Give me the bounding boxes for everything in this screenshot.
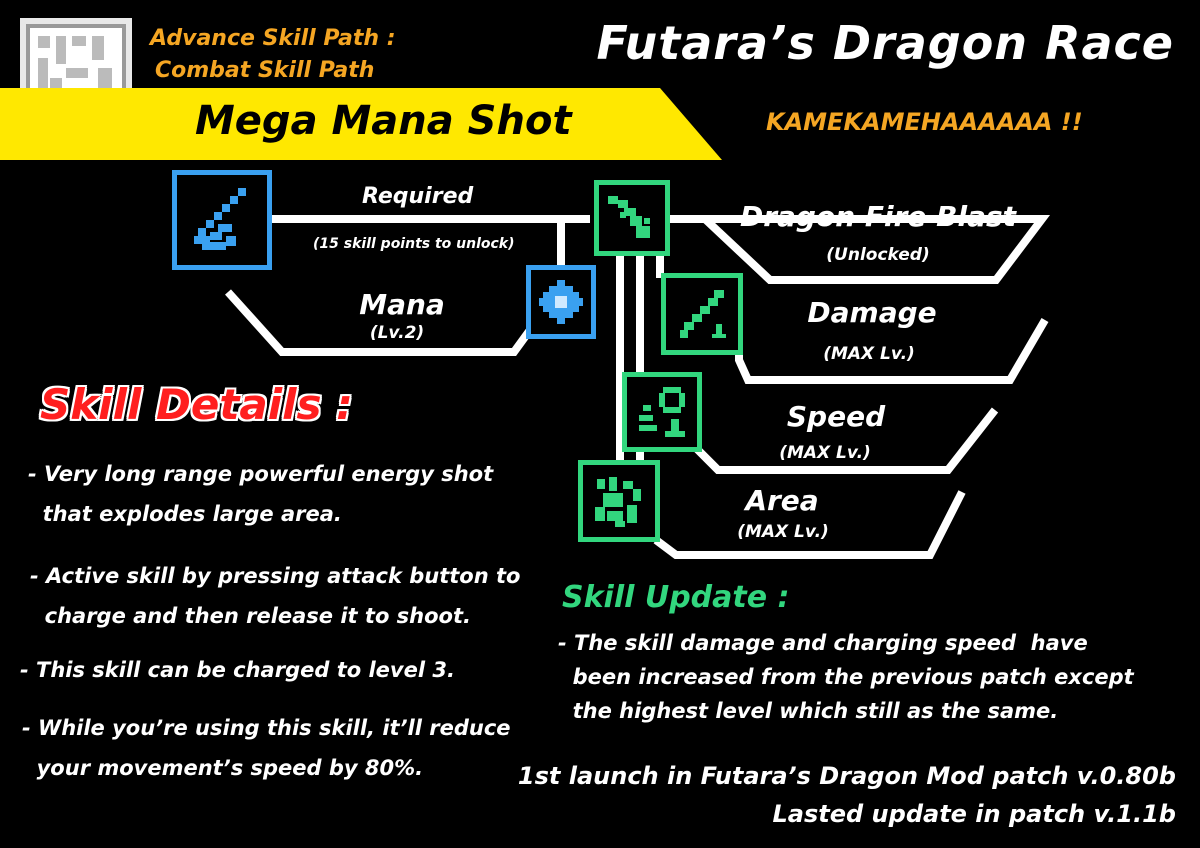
- shout-text: KAMEKAMEHAAAAAA !!: [766, 108, 1083, 136]
- area-node-name: Area: [745, 484, 819, 517]
- area-explosion-icon[interactable]: [578, 460, 660, 542]
- required-label: Required: [362, 184, 474, 209]
- detail-item: - Active skill by pressing attack button…: [30, 564, 521, 628]
- first-launch-text: 1st launch in Futara’s Dragon Mod patch …: [517, 762, 1176, 790]
- mana-node-name: Mana: [359, 288, 445, 321]
- speed-node-level: (MAX Lv.): [779, 443, 871, 463]
- area-node-level: (MAX Lv.): [737, 522, 829, 542]
- skill-path-label: Advance Skill Path :: [150, 26, 396, 51]
- dragon-fire-blast-name: Dragon Fire Blast: [739, 200, 1017, 233]
- mana-orb-icon[interactable]: [526, 265, 596, 339]
- damage-sword-icon[interactable]: [661, 273, 743, 355]
- speed-node-name: Speed: [786, 400, 886, 433]
- last-update-text: Lasted update in patch v.1.1b: [772, 800, 1177, 828]
- damage-node-level: (MAX Lv.): [823, 344, 915, 364]
- skill-title: Mega Mana Shot: [195, 98, 572, 144]
- mana-node-level: (Lv.2): [369, 323, 425, 343]
- detail-item: - While you’re using this skill, it’ll r…: [22, 716, 511, 780]
- skill-name-banner: [0, 88, 722, 160]
- damage-node-name: Damage: [807, 296, 937, 329]
- detail-item: - This skill can be charged to level 3.: [20, 658, 455, 682]
- game-title: Futara’s Dragon Race: [596, 16, 1174, 70]
- skill-update-text: - The skill damage and charging speed ha…: [558, 631, 1134, 723]
- skill-update-heading: Skill Update :: [562, 580, 790, 615]
- speed-icon[interactable]: [622, 372, 702, 452]
- mana-shot-icon[interactable]: [172, 170, 272, 270]
- combat-path-label: Combat Skill Path: [155, 58, 375, 83]
- dragon-fire-blast-level: (Unlocked): [826, 245, 930, 265]
- skill-details-heading: Skill Details :: [40, 380, 353, 429]
- required-points-label: (15 skill points to unlock): [313, 236, 515, 252]
- detail-item: - Very long range powerful energy shot t…: [28, 462, 494, 526]
- dragon-fire-blast-icon[interactable]: [594, 180, 670, 256]
